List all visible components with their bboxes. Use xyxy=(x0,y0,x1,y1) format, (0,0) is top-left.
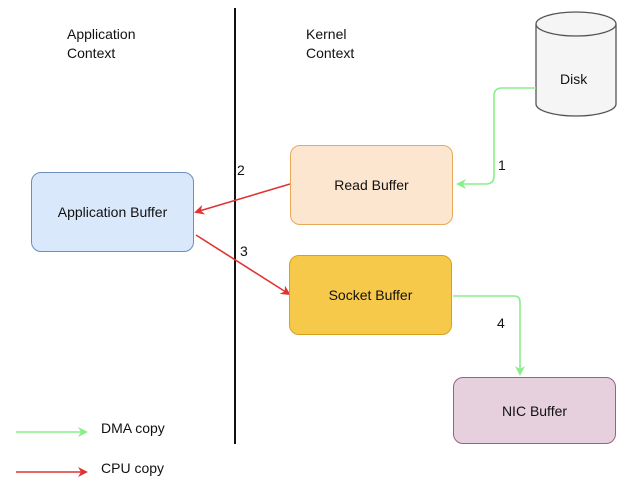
application-buffer-label: Application Buffer xyxy=(57,204,168,220)
nic-buffer-node[interactable]: NIC Buffer xyxy=(453,377,616,444)
step-1-label: 1 xyxy=(498,157,506,173)
read-buffer-node[interactable]: Read Buffer xyxy=(290,145,453,225)
socket-buffer-node[interactable]: Socket Buffer xyxy=(289,255,452,335)
arrow-1-dma-disk-to-read-buffer xyxy=(456,87,536,189)
legend-dma-label: DMA copy xyxy=(101,420,165,436)
read-buffer-label: Read Buffer xyxy=(334,177,409,193)
legend-cpu-label: CPU copy xyxy=(101,460,165,476)
application-context-label: Application Context xyxy=(67,26,136,61)
nic-buffer-label: NIC Buffer xyxy=(501,402,568,419)
socket-buffer-label: Socket Buffer xyxy=(328,287,413,303)
disk-cylinder[interactable] xyxy=(535,11,617,117)
arrow-2-cpu-read-to-application-buffer xyxy=(194,183,291,215)
arrow-3-cpu-application-to-socket-buffer xyxy=(195,234,291,296)
kernel-context-label: Kernel Context xyxy=(306,26,355,61)
disk-label: Disk xyxy=(560,71,588,87)
step-4-label: 4 xyxy=(497,315,505,331)
arrow-4-dma-socket-to-nic-buffer xyxy=(453,295,525,376)
step-3-label: 3 xyxy=(240,243,248,259)
step-2-label: 2 xyxy=(237,162,245,178)
application-buffer-node[interactable]: Application Buffer xyxy=(31,172,194,252)
